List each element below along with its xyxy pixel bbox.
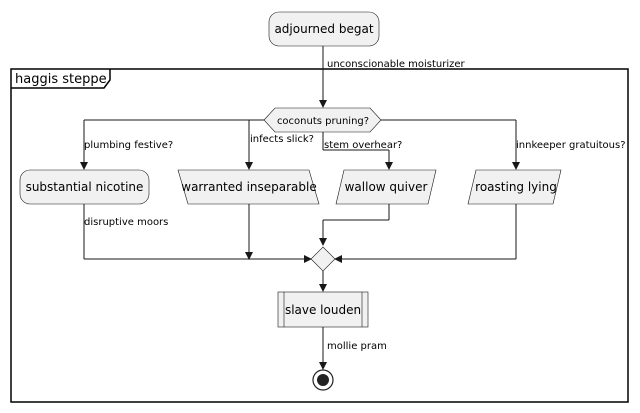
guard-label-4: innkeeper gratuitous? bbox=[516, 140, 626, 151]
guard-label-1: plumbing festive? bbox=[84, 140, 173, 151]
action-node-4: roasting lying bbox=[467, 169, 562, 205]
after-label-1: disruptive moors bbox=[84, 217, 168, 228]
branch-lines bbox=[80, 119, 520, 170]
action-label-4: roasting lying bbox=[475, 180, 557, 194]
guard-label-3: stem overhear? bbox=[324, 140, 402, 151]
final-edge-label: mollie pram bbox=[327, 341, 387, 352]
decision-node: coconuts pruning? bbox=[263, 107, 382, 133]
frame-haggis-steppe: haggis steppe bbox=[10, 68, 629, 403]
action-label-3: wallow quiver bbox=[345, 180, 428, 194]
action-label-1: substantial nicotine bbox=[26, 180, 144, 194]
subprocess-label: slave louden bbox=[285, 303, 361, 317]
edge-subprocess-to-end: mollie pram bbox=[319, 327, 387, 370]
action-node-1: substantial nicotine bbox=[19, 169, 150, 205]
start-node: adjourned begat bbox=[268, 11, 380, 47]
frame-title: haggis steppe bbox=[15, 72, 107, 87]
start-edge-label: unconscionable moisturizer bbox=[327, 59, 466, 70]
subprocess-node: slave louden bbox=[277, 291, 369, 328]
action-node-3: wallow quiver bbox=[335, 169, 437, 205]
edge-start-to-decision: unconscionable moisturizer bbox=[319, 46, 466, 108]
start-node-label: adjourned begat bbox=[274, 22, 373, 36]
edge-merge-to-subprocess bbox=[319, 271, 327, 292]
end-node bbox=[312, 369, 334, 391]
merge-edges bbox=[83, 204, 517, 263]
action-label-2: warranted inseparable bbox=[181, 180, 316, 194]
action-node-2: warranted inseparable bbox=[177, 169, 320, 205]
merge-node bbox=[310, 246, 336, 272]
decision-label: coconuts pruning? bbox=[277, 116, 369, 127]
guard-label-2: infects slick? bbox=[250, 134, 314, 145]
